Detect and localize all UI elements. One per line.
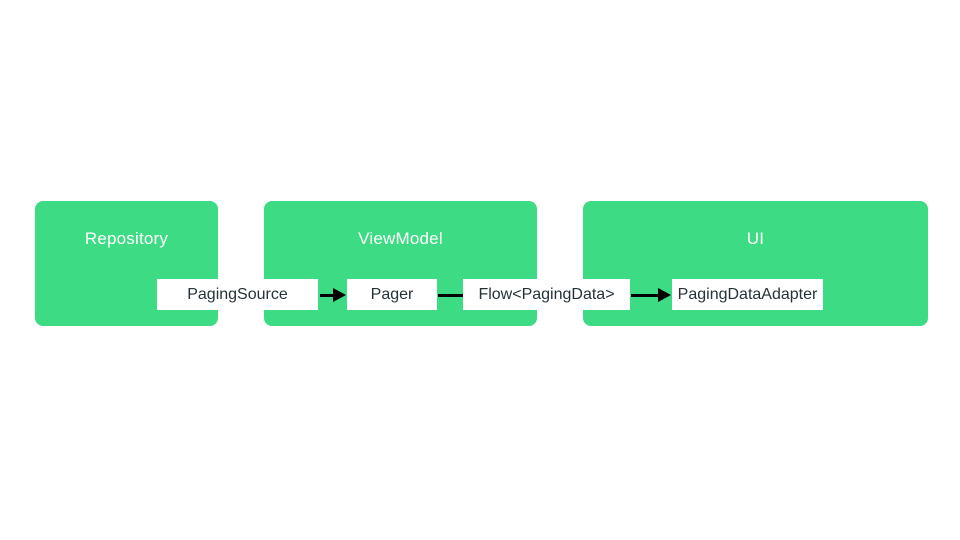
line-pager-to-flow: [438, 294, 463, 297]
node-pagingsource: PagingSource: [157, 279, 318, 310]
arrow-flow-to-pagingdataadapter: [631, 288, 671, 302]
container-viewmodel-title: ViewModel: [358, 229, 443, 248]
node-flow-pagingdata: Flow<PagingData>: [463, 279, 630, 310]
container-ui-title: UI: [746, 229, 765, 248]
arrowhead-right-icon: [333, 288, 346, 302]
node-pager: Pager: [347, 279, 437, 310]
arrow-shaft: [320, 294, 336, 297]
arrow-pagingsource-to-pager: [320, 288, 346, 302]
arrowhead-right-icon: [658, 288, 671, 302]
container-repository-title: Repository: [84, 229, 169, 248]
container-repository: Repository: [35, 201, 218, 326]
arrow-shaft: [631, 294, 661, 297]
node-pagingdataadapter: PagingDataAdapter: [672, 279, 823, 310]
